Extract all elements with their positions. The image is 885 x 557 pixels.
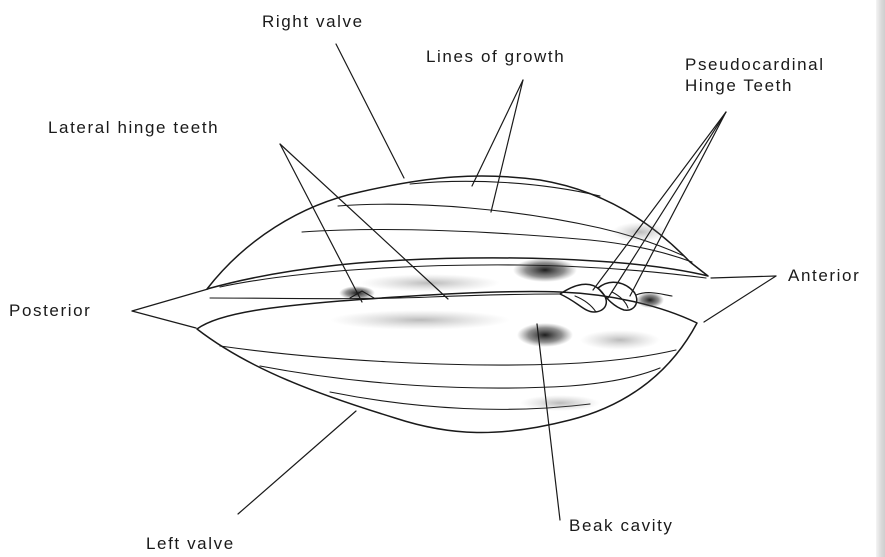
leader-left-valve [238, 411, 356, 514]
left-valve-shell [197, 292, 697, 433]
leader-pseudo-2 [608, 112, 726, 298]
label-anterior: Anterior [788, 266, 860, 285]
page-edge-shadow [876, 0, 885, 557]
label-lateral-hinge-teeth: Lateral hinge teeth [48, 118, 219, 137]
label-left-valve: Left valve [146, 534, 235, 553]
leader-anterior-1 [711, 276, 776, 278]
leader-posterior-1 [132, 289, 208, 311]
leader-growth-2 [491, 80, 523, 212]
leader-lateral-2 [280, 144, 448, 299]
leader-pseudo-3 [630, 112, 726, 296]
leader-right-valve [336, 44, 404, 178]
label-pseudocardinal-line1: Pseudocardinal [685, 55, 825, 74]
leader-beak-cavity [537, 324, 560, 520]
label-lines-of-growth: Lines of growth [426, 47, 565, 66]
right-valve-shell [207, 176, 708, 300]
leader-anterior-2 [704, 276, 776, 322]
leader-lateral-1 [280, 144, 362, 302]
label-beak-cavity: Beak cavity [569, 516, 674, 535]
leader-pseudo-1 [593, 112, 726, 290]
label-posterior: Posterior [9, 301, 91, 320]
leader-posterior-2 [132, 311, 196, 328]
label-right-valve: Right valve [262, 12, 364, 31]
label-pseudocardinal-line2: Hinge Teeth [685, 76, 793, 95]
leader-growth-1 [472, 80, 523, 186]
